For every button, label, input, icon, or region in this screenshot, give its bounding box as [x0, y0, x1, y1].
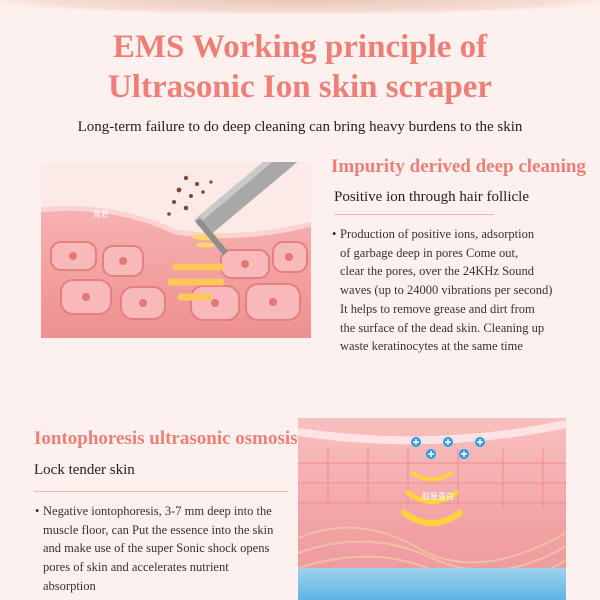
section2-heading: Iontophoresis ultrasonic osmosis [34, 428, 298, 449]
section1-body-line: Production of positive ions, adsorption [340, 227, 535, 241]
section2-body-line: pores of skin and accelerates nutrient [43, 560, 229, 575]
section2-body-line: muscle floor, can Put the essence into t… [43, 522, 274, 537]
section1-lead: Positive ion through hair follicle [334, 189, 529, 205]
section1-body: • Production of positive ions, adsorptio… [332, 225, 580, 356]
section1-body-line: the surface of the dead skin. Cleaning u… [340, 320, 545, 335]
bullet-dot: • [332, 227, 337, 241]
skin-cleaning-illustration: 角质 [41, 162, 311, 338]
section1-heading: Impurity derived deep cleaning [331, 156, 586, 177]
page-title-line1: EMS Working principle of [112, 29, 488, 65]
section2-body-line: absorption [43, 578, 96, 593]
section1-body-line: waves (up to 24000 vibrations per second… [340, 283, 553, 298]
section1-body-line: clear the pores, over the 24KHz Sound [340, 264, 535, 279]
section1-body-line: of garbage deep in pores Come out, [340, 245, 519, 260]
top-decoration [0, 0, 600, 14]
section2-body-line: and make use of the super Sonic shock op… [43, 541, 270, 556]
page-subtitle: Long-term failure to do deep cleaning ca… [77, 119, 523, 135]
page-title-line2: Ultrasonic Ion skin scraper [107, 69, 493, 105]
section2-body: • Negative iontophoresis, 3-7 mm deep in… [35, 502, 295, 596]
section2-divider [34, 491, 288, 492]
section1-body-line: waste keratinocytes at the same time [340, 339, 523, 354]
layer-label: 角质 [93, 210, 109, 219]
bullet-dot: • [35, 504, 40, 518]
iontophoresis-illustration: 胶原蛋白 [298, 418, 566, 600]
layer-label: 胶原蛋白 [422, 492, 454, 501]
section2-body-line: Negative iontophoresis, 3-7 mm deep into… [43, 504, 272, 518]
section2-lead: Lock tender skin [34, 462, 135, 478]
section1-body-line: It helps to remove grease and dirt from [340, 301, 535, 316]
section1-divider [334, 214, 494, 215]
